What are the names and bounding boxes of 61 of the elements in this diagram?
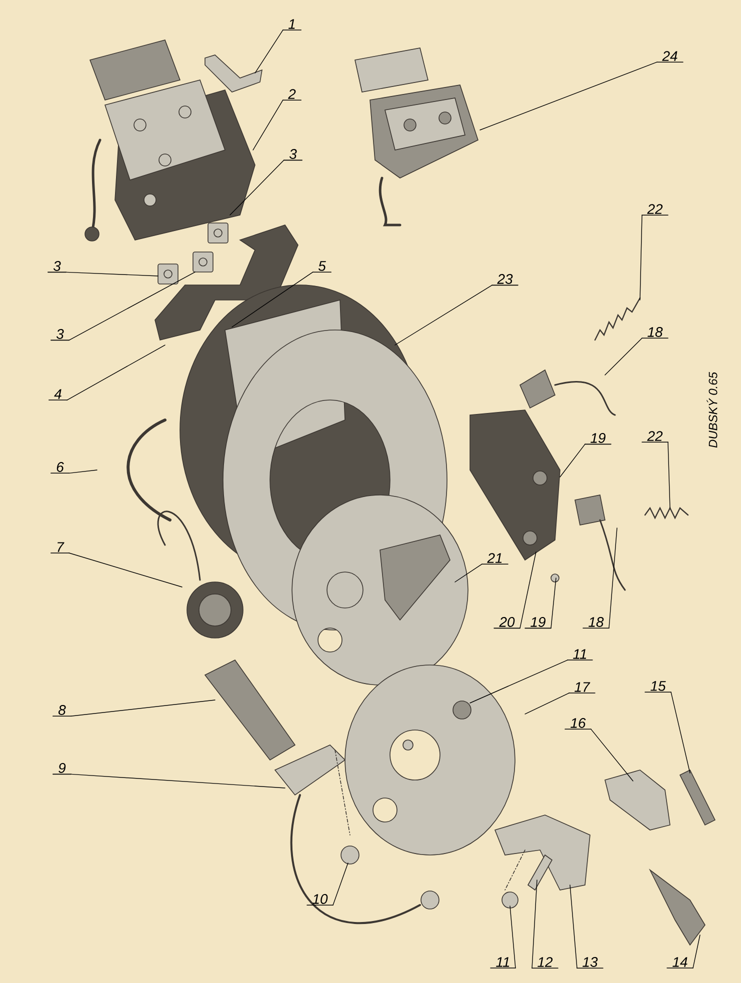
leader-line [480, 62, 658, 130]
callout-number: 5 [312, 261, 332, 272]
leader-line [66, 272, 158, 276]
callout-number: 22 [642, 204, 668, 216]
leader-line [560, 444, 586, 478]
callout-number: 18 [582, 617, 610, 629]
leader-line [232, 272, 314, 328]
leader-line [70, 774, 286, 788]
callout-number: 13 [576, 957, 604, 969]
callout-number: 11 [567, 649, 593, 660]
callout-number: 1 [282, 19, 302, 30]
callout-number: 24 [656, 51, 684, 62]
callout-number: 10 [306, 894, 334, 906]
leader-line [692, 934, 700, 968]
callout-number: 11 [490, 957, 516, 968]
leader-line [332, 862, 348, 906]
callout-number: 19 [584, 433, 612, 445]
callout-number: 9 [52, 763, 72, 775]
leader-line [532, 880, 538, 968]
callout-number: 15 [644, 681, 672, 692]
leader-line [68, 552, 182, 588]
leader-line [68, 272, 196, 341]
leader-line [510, 906, 516, 968]
callout-number: 16 [564, 718, 592, 730]
leader-line [524, 692, 570, 714]
callout-number: 12 [532, 957, 558, 968]
callout-number: 19 [524, 617, 552, 629]
leader-line [670, 692, 690, 774]
leader-line [550, 578, 556, 629]
leader-line [520, 552, 536, 629]
callout-number: 21 [482, 553, 508, 564]
callout-number: 14 [666, 957, 694, 968]
callout-number: 3 [50, 329, 70, 341]
leader-line [590, 728, 634, 782]
leader-line [252, 100, 284, 150]
leader-line [66, 344, 166, 400]
callout-number: 3 [284, 149, 302, 161]
signature: DUBSKÝ 0.65 [706, 372, 718, 448]
leader-line [68, 470, 98, 474]
callout-number: 2 [282, 89, 302, 100]
callout-number: 3 [48, 261, 66, 273]
callout-number: 22 [642, 431, 668, 442]
leader-line [604, 338, 642, 376]
leader-line [668, 442, 670, 508]
leader-line [70, 700, 216, 716]
callout-number: 17 [568, 682, 596, 694]
leader-line [570, 884, 578, 968]
leader-line [608, 528, 618, 628]
leader-line [394, 284, 492, 346]
leader-line [454, 564, 482, 582]
callout-number: 7 [50, 542, 70, 554]
callout-number: 20 [494, 617, 520, 629]
callout-number: 23 [492, 274, 518, 286]
callout-number: 6 [50, 462, 70, 474]
leader-line [640, 214, 642, 300]
leader-line [254, 30, 284, 74]
callout-number: 4 [48, 389, 68, 400]
callout-number: 8 [52, 705, 72, 717]
leader-line [230, 160, 284, 216]
callout-number: 18 [642, 327, 668, 339]
leader-line [470, 660, 568, 704]
